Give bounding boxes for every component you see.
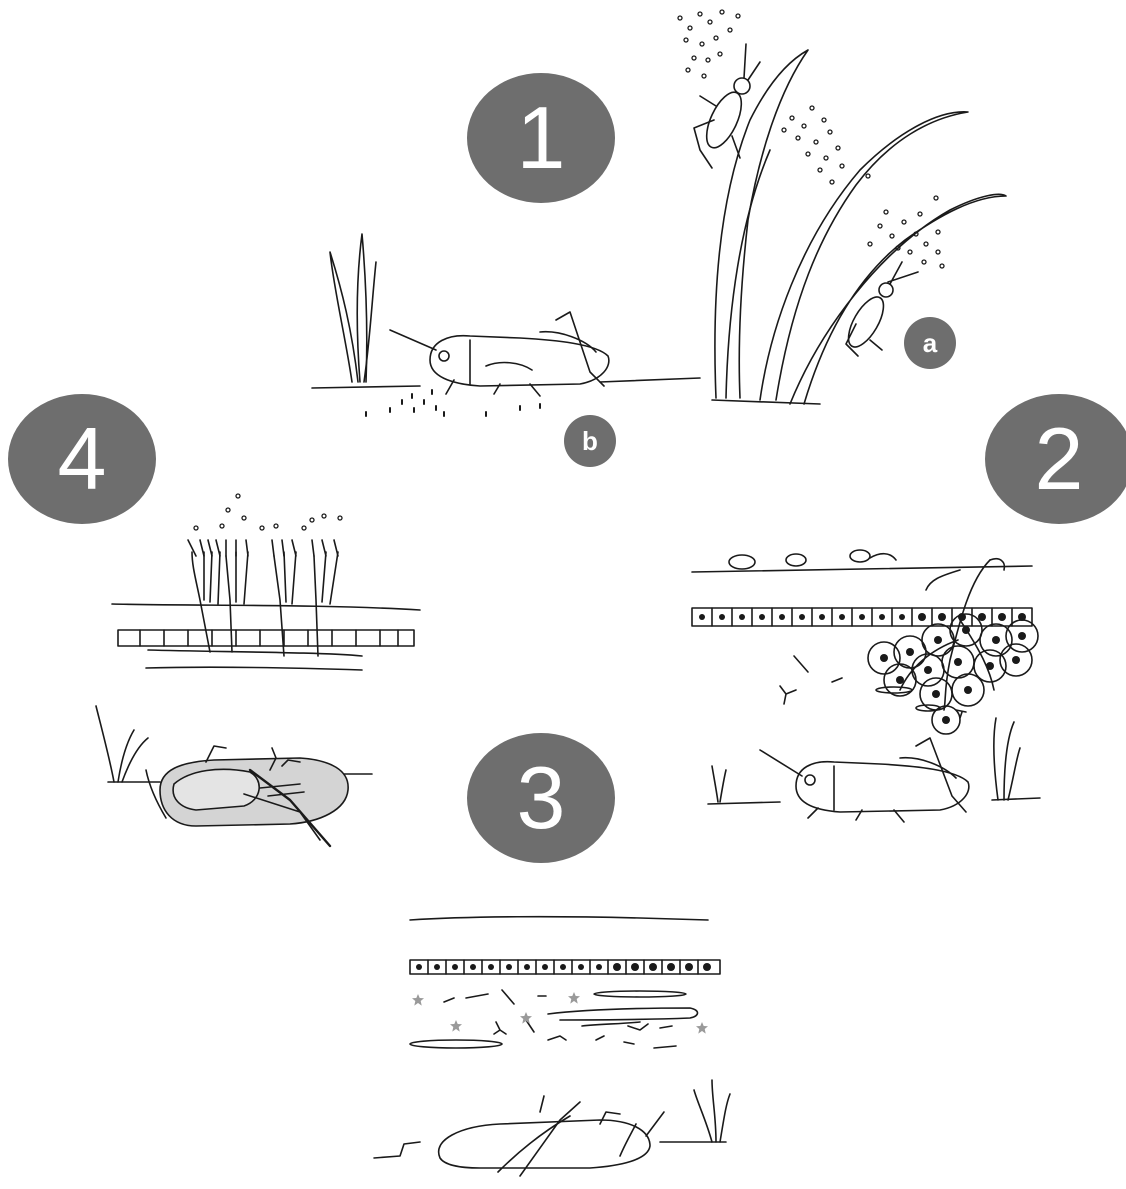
grass-icon [712,718,1020,802]
stage-1-badge: 1 [467,73,615,203]
grasshopper-icon [390,312,609,396]
stage-3-badge: 3 [467,733,615,863]
callout-a-badge: a [904,317,956,369]
spore-icon [366,390,540,416]
callout-a-label: a [923,328,937,359]
conidiophores [188,540,338,656]
grass-icon [694,1080,730,1142]
stage-2-badge: 2 [985,394,1126,524]
stage-4-scene [96,494,420,846]
grasshopper-icon [439,1096,664,1176]
callout-b-badge: b [564,415,616,467]
stage-3-scene [374,917,730,1176]
stage-2-scene [692,550,1040,822]
stage-4-badge: 4 [8,394,156,524]
grass-icon [96,706,148,782]
grasshopper-cadaver [146,746,348,846]
spore-icon [194,494,342,530]
cell-layer-icon [118,630,414,646]
stage-3-label: 3 [517,747,566,849]
stage-2-label: 2 [1035,408,1084,510]
stage-1-label: 1 [517,87,566,189]
cell-layer-icon [410,960,720,974]
grasshopper-icon [760,738,969,822]
grass-icon [712,50,1006,404]
stage-1-scene [312,10,1006,416]
callout-b-label: b [582,426,598,457]
hemocyte-cluster [868,614,1038,734]
grasshopper-icon [694,44,760,168]
grass-icon [330,234,376,382]
stage-4-label: 4 [58,408,107,510]
